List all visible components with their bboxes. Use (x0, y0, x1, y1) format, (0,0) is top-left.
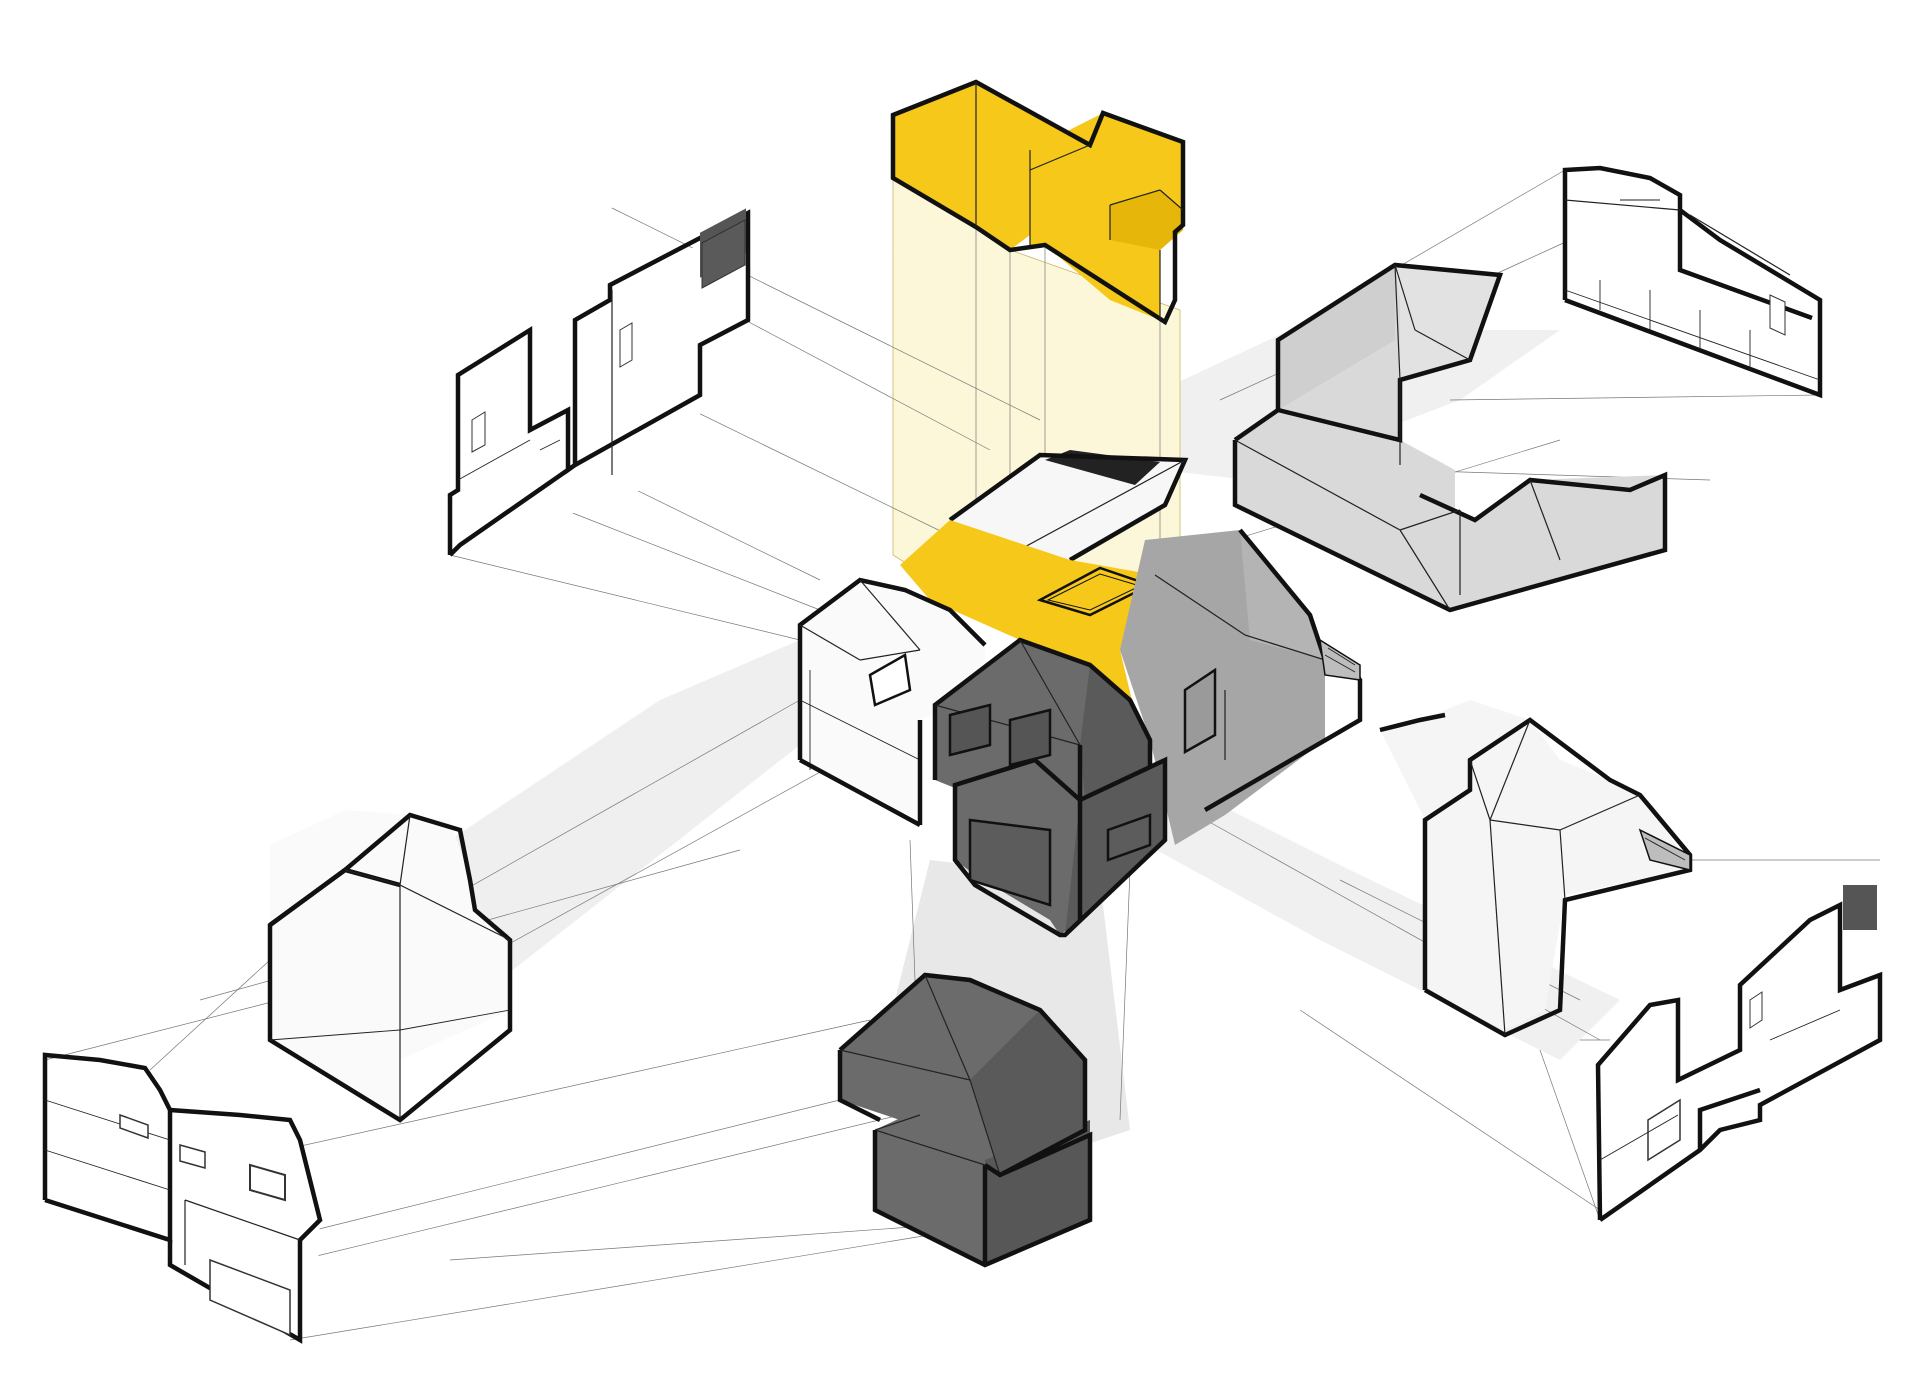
dark-window-1 (948, 703, 992, 757)
side-deck (1319, 638, 1361, 681)
louver-lines-tl (701, 219, 746, 289)
dark-window-2 (1008, 708, 1052, 767)
garage-door (968, 818, 1052, 907)
left-white-house (800, 580, 985, 820)
right-white-volume (1379, 700, 1693, 1038)
front-dark-volume (837, 972, 1093, 1268)
section-elevation-bottom-left (42, 1052, 323, 1344)
section-elevation-top-right (1562, 165, 1823, 399)
central-house (797, 450, 1363, 938)
window-br-2 (1749, 991, 1763, 1029)
rear-gray-volume (1232, 262, 1668, 613)
louver-vent-br (1843, 885, 1877, 930)
window-tl-1 (471, 411, 486, 453)
right-deck (1638, 828, 1691, 871)
window-bl-2 (179, 1144, 206, 1169)
window-br-1 (1647, 1098, 1681, 1162)
left-white-volume (267, 810, 513, 1123)
window-bl-3 (249, 1163, 286, 1202)
garage-bl (209, 1258, 291, 1337)
lower-side-window (1106, 813, 1152, 862)
section-elevation-bottom-right (1590, 870, 1883, 1222)
side-window (1183, 667, 1217, 755)
section-elevation-top-left (447, 208, 751, 557)
window-bl-1 (119, 1113, 149, 1140)
window-tr-1 (1769, 294, 1786, 336)
roof-volume-yellow (890, 79, 1186, 326)
left-window (868, 653, 912, 707)
window-tl-2 (619, 322, 633, 368)
